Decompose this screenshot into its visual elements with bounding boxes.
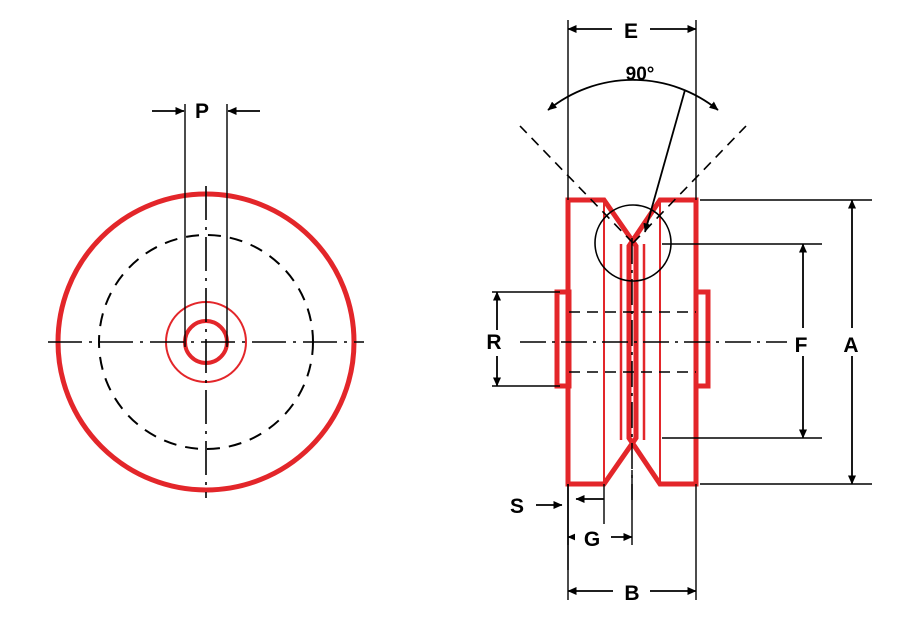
angle-leg-left	[519, 125, 634, 244]
front-view: P	[48, 100, 364, 498]
label-P: P	[195, 100, 209, 123]
label-F: F	[795, 334, 808, 357]
r-label-backdrop	[480, 330, 512, 356]
bearing-seat-left	[554, 289, 572, 389]
section-view: 90° E A F R	[480, 17, 872, 605]
angle-leg-right	[632, 125, 747, 244]
angle-leader	[643, 89, 686, 233]
bearing-seat-right	[693, 289, 711, 389]
groove-detail-circle	[594, 204, 672, 282]
g-label-backdrop	[575, 524, 611, 550]
label-A: A	[843, 334, 858, 357]
f-label-backdrop	[787, 328, 818, 356]
label-R: R	[486, 331, 501, 354]
label-S: S	[510, 495, 524, 518]
label-B: B	[624, 582, 639, 605]
b-label-backdrop	[613, 578, 650, 605]
e-label-backdrop	[612, 17, 650, 41]
a-label-backdrop	[836, 328, 869, 356]
label-G: G	[584, 528, 600, 551]
label-E: E	[624, 20, 638, 43]
label-angle: 90°	[626, 64, 655, 85]
